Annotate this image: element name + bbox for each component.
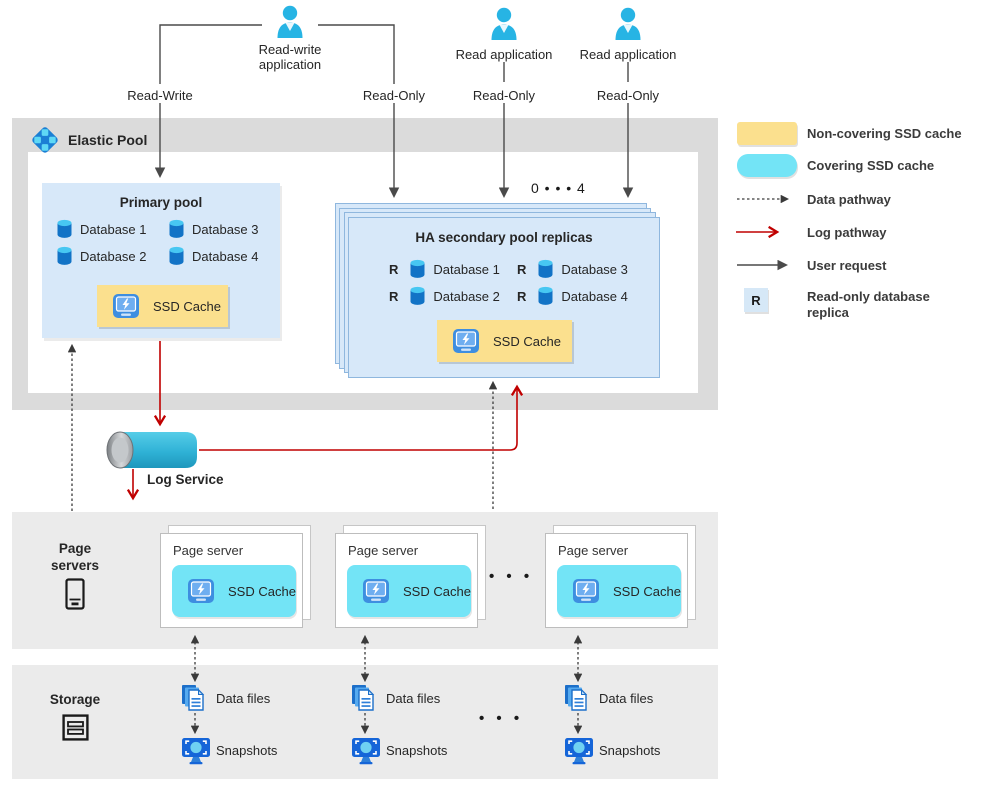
read-app-2-icon	[613, 7, 643, 46]
read-write-app-label: Read-write application	[258, 42, 322, 72]
db-label: Database 3	[561, 261, 628, 277]
database-icon	[538, 286, 553, 305]
db-item: Database 2	[56, 246, 168, 266]
database-icon	[169, 219, 184, 238]
storage-ellipsis: • • •	[479, 710, 524, 727]
primary-pool-title: Primary pool	[119, 195, 203, 210]
read-app-1-label: Read application	[455, 47, 553, 62]
snapshots-label: Snapshots	[599, 743, 661, 758]
database-icon	[410, 259, 425, 278]
log-service-label: Log Service	[147, 472, 224, 487]
page-server-ssd-cache: SSD Cache	[557, 565, 681, 617]
ha-replica-front: HA secondary pool replicas R Database 1 …	[348, 217, 660, 378]
page-server-card: Page server SSD Cache	[335, 533, 478, 628]
read-only-request-label-1: Read-Only	[362, 88, 426, 103]
data-files-label: Data files	[599, 691, 654, 706]
primary-pool-box: Primary pool Database 1 Database 3 Datab…	[42, 183, 280, 338]
replica-marker: R	[517, 261, 527, 277]
ssd-cache-label: SSD Cache	[613, 583, 681, 599]
primary-db-row-1: Database 1 Database 3	[56, 219, 280, 239]
ssd-icon	[573, 579, 599, 603]
replica-range-label: 0 • • • 4	[531, 180, 586, 196]
legend-non-covering-label: Non-covering SSD cache	[807, 126, 962, 141]
db-replica-item: R Database 4	[517, 286, 645, 306]
page-servers-icon	[65, 578, 85, 615]
read-only-request-label-2: Read-Only	[472, 88, 536, 103]
db-label: Database 3	[192, 221, 259, 237]
db-replica-item: R Database 1	[389, 259, 517, 279]
storage-section-label: Storage	[49, 692, 101, 707]
ssd-cache-label: SSD Cache	[153, 298, 221, 314]
replica-marker: R	[389, 261, 399, 277]
data-files-icon	[181, 683, 208, 718]
snapshots-label: Snapshots	[216, 743, 278, 758]
legend-replica-badge: R	[744, 288, 768, 312]
ssd-cache-label: SSD Cache	[403, 583, 471, 599]
elastic-pool-icon	[28, 123, 62, 162]
db-label: Database 2	[80, 248, 147, 264]
ssd-cache-label: SSD Cache	[228, 583, 296, 599]
database-icon	[538, 259, 553, 278]
db-label: Database 4	[561, 288, 628, 304]
primary-db-row-2: Database 2 Database 4	[56, 246, 280, 266]
database-icon	[57, 219, 72, 238]
primary-ssd-cache: SSD Cache	[97, 285, 228, 327]
ha-db-row-1: R Database 1 R Database 3	[389, 259, 645, 279]
db-label: Database 1	[80, 221, 147, 237]
data-files-label: Data files	[386, 691, 441, 706]
ha-ssd-cache: SSD Cache	[437, 320, 572, 362]
replica-marker: R	[517, 288, 527, 304]
page-server-card: Page server SSD Cache	[545, 533, 688, 628]
database-icon	[169, 246, 184, 265]
page-server-title: Page server	[173, 543, 244, 558]
read-write-request-label: Read-Write	[127, 88, 193, 103]
page-servers-section-label: Page servers	[50, 541, 100, 573]
legend-covering-label: Covering SSD cache	[807, 158, 935, 173]
db-item: Database 4	[168, 246, 280, 266]
read-app-2-label: Read application	[579, 47, 677, 62]
legend-replica-label: Read-only database replica	[807, 289, 930, 320]
log-service-icon	[104, 427, 200, 478]
snapshots-icon	[351, 736, 381, 771]
data-files-icon	[351, 683, 378, 718]
legend-user-request-label: User request	[807, 258, 887, 273]
page-server-title: Page server	[348, 543, 419, 558]
page-server-ssd-cache: SSD Cache	[347, 565, 471, 617]
page-server-title: Page server	[558, 543, 629, 558]
db-label: Database 4	[192, 248, 259, 264]
snapshots-label: Snapshots	[386, 743, 448, 758]
page-servers-ellipsis: • • •	[489, 568, 534, 585]
db-item: Database 3	[168, 219, 280, 239]
ssd-cache-label: SSD Cache	[493, 333, 561, 349]
ssd-icon	[453, 329, 479, 353]
legend-data-pathway-label: Data pathway	[807, 192, 891, 207]
data-files-label: Data files	[216, 691, 271, 706]
ssd-icon	[363, 579, 389, 603]
legend-log-pathway-label: Log pathway	[807, 225, 887, 240]
read-write-user-icon	[275, 5, 305, 44]
replica-marker: R	[389, 288, 399, 304]
storage-icon	[62, 714, 89, 746]
snapshots-icon	[181, 736, 211, 771]
legend-non-covering-swatch	[737, 122, 797, 145]
db-label: Database 2	[433, 288, 500, 304]
read-only-request-label-3: Read-Only	[596, 88, 660, 103]
data-files-icon	[564, 683, 591, 718]
page-server-card: Page server SSD Cache	[160, 533, 303, 628]
page-server-ssd-cache: SSD Cache	[172, 565, 296, 617]
ssd-icon	[113, 294, 139, 318]
ha-pool-title: HA secondary pool replicas	[415, 230, 593, 245]
database-icon	[57, 246, 72, 265]
db-item: Database 1	[56, 219, 168, 239]
snapshots-icon	[564, 736, 594, 771]
ssd-icon	[188, 579, 214, 603]
ha-db-row-2: R Database 2 R Database 4	[389, 286, 645, 306]
db-label: Database 1	[433, 261, 500, 277]
read-app-1-icon	[489, 7, 519, 46]
db-replica-item: R Database 2	[389, 286, 517, 306]
elastic-pool-title: Elastic Pool	[68, 132, 148, 148]
legend-covering-swatch	[737, 154, 797, 177]
database-icon	[410, 286, 425, 305]
db-replica-item: R Database 3	[517, 259, 645, 279]
